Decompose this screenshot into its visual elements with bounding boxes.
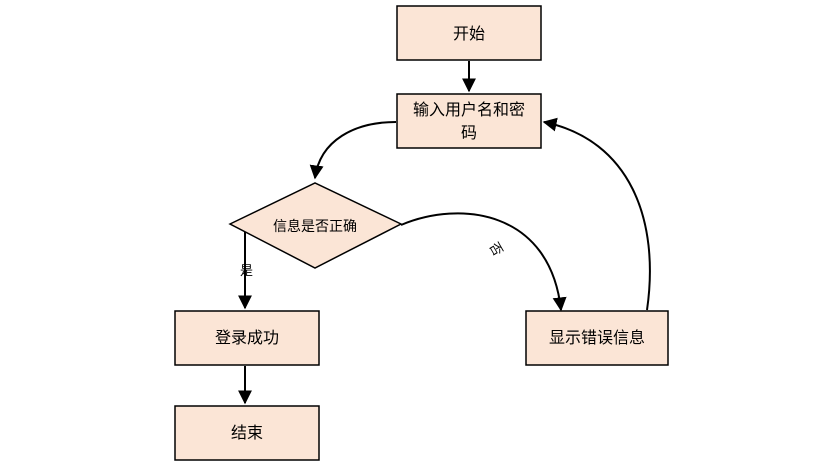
edge-input-to-decision: [309, 121, 397, 180]
node-start: 开始: [396, 5, 542, 61]
node-start-label: 开始: [453, 24, 485, 43]
no-label: 否: [486, 240, 505, 259]
edge-error-to-input: [542, 117, 651, 311]
node-end-label: 结束: [231, 423, 263, 442]
node-error-label: 显示错误信息: [549, 328, 645, 347]
node-decision: 信息是否正确: [228, 182, 403, 269]
node-decision-label: 信息是否正确: [273, 218, 357, 235]
edge-decision-to-error: [400, 212, 567, 312]
yes-label: 是: [240, 264, 253, 279]
node-error: 显示错误信息: [525, 310, 669, 366]
node-end: 结束: [174, 405, 320, 461]
node-input-label-line2: 码: [461, 123, 477, 142]
node-success: 登录成功: [174, 310, 320, 366]
node-success-label: 登录成功: [215, 328, 279, 347]
node-input: 输入用户名和密 码: [396, 93, 542, 149]
node-input-label-line1: 输入用户名和密: [413, 100, 525, 119]
